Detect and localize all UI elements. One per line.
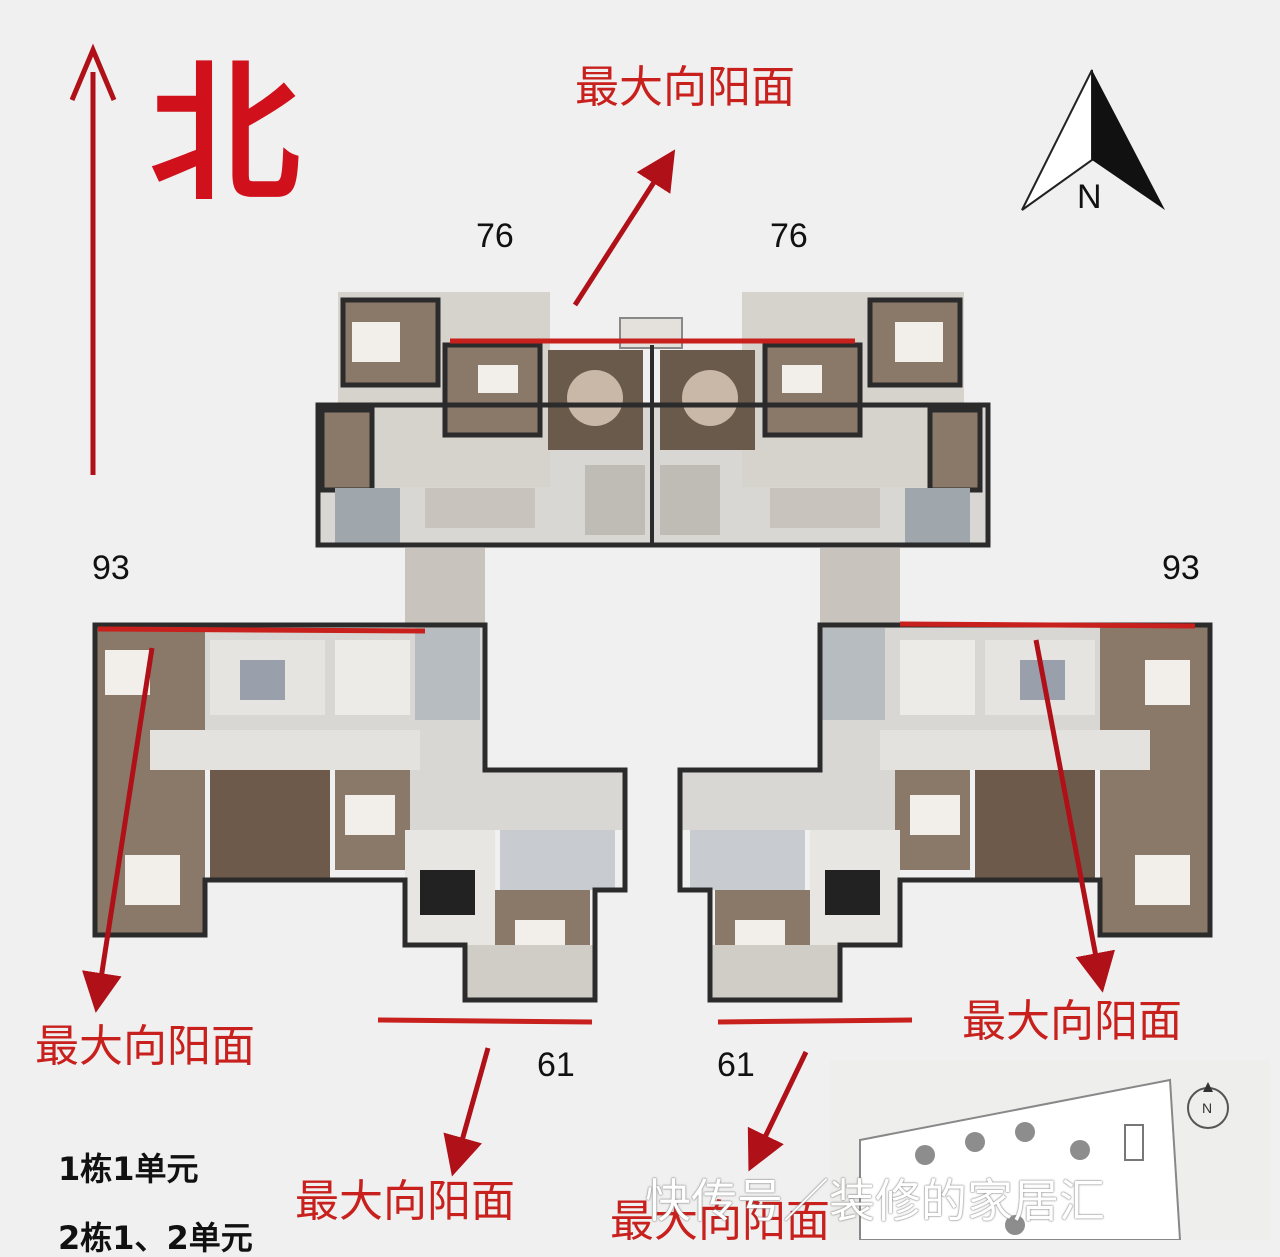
sun-label-bottom-left: 最大向阳面 — [295, 1176, 515, 1227]
site-map-thumbnail — [830, 1060, 1270, 1240]
sun-facing-lines — [97, 338, 1196, 1025]
unit-area-top-left: 76 — [476, 217, 514, 255]
unit-area-bottom-left: 61 — [537, 1046, 575, 1084]
unit-area-mid-left: 93 — [92, 549, 130, 587]
watermark: 快传号／装修的家居汇 — [645, 1174, 1105, 1228]
sun-label-top: 最大向阳面 — [575, 62, 795, 113]
building-label-1: 1栋1单元 — [58, 1150, 199, 1188]
sun-label-bottom-right: 最大向阳面 — [610, 1196, 830, 1247]
right-wing-plan — [677, 548, 1213, 1003]
building-label-2: 2栋1、2单元 — [58, 1219, 253, 1257]
unit-area-mid-right: 93 — [1162, 549, 1200, 587]
unit-area-top-right: 76 — [770, 217, 808, 255]
sun-arrows — [82, 149, 1115, 1177]
sun-label-right: 最大向阳面 — [962, 996, 1182, 1047]
top-block-plan — [315, 292, 991, 593]
north-arrow — [69, 43, 117, 475]
sun-label-left: 最大向阳面 — [35, 1021, 255, 1072]
compass-letter: N — [1077, 178, 1102, 216]
site-map-north-letter: N — [1202, 1100, 1213, 1116]
compass-icon — [1021, 69, 1165, 211]
left-wing-plan — [92, 548, 628, 1003]
unit-area-bottom-right: 61 — [717, 1046, 755, 1084]
north-label: 北 — [150, 48, 301, 222]
